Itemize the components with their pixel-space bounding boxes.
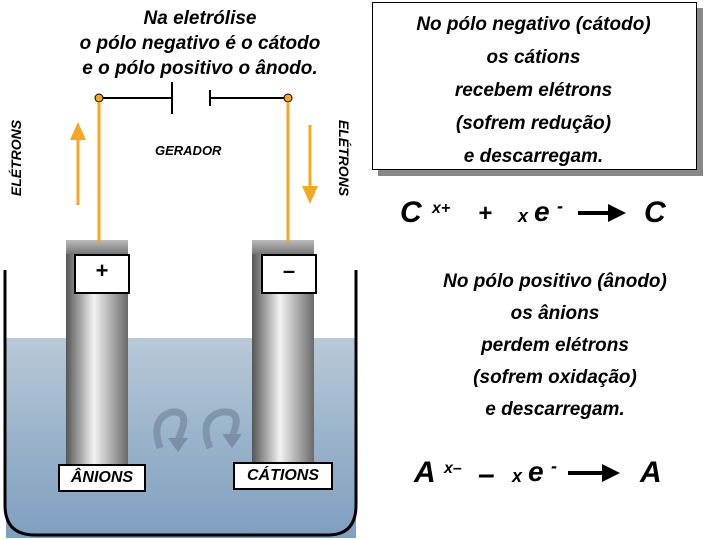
electrons-label-left: ELÉTRONS: [8, 119, 25, 197]
cations-label: CÁTIONS: [233, 462, 333, 490]
electrons-label-right: ELÉTRONS: [336, 119, 353, 197]
eq2-product: A: [640, 456, 662, 489]
curved-arrow-left: [153, 408, 188, 450]
cathode-info-text: No pólo negativo (cátodo) os cátions rec…: [416, 14, 651, 167]
anode-info-text: No pólo positivo (ânodo) os ânions perde…: [443, 271, 667, 420]
negative-sign: –: [261, 254, 317, 294]
eq2-ion: A: [414, 456, 436, 489]
electron-arrow-up: [70, 122, 86, 205]
eq1-coef: x: [518, 206, 529, 226]
eq1-ion: C: [400, 196, 422, 229]
eq2-charge: x–: [444, 460, 462, 477]
eq2-electron-sign: -: [551, 456, 557, 476]
eq1-electron: e: [534, 196, 550, 227]
eq1-electron-sign: -: [557, 196, 563, 216]
eq1-charge: x+: [432, 200, 451, 217]
eq1-plus: +: [478, 200, 493, 227]
generator-label: GERADOR: [155, 143, 222, 158]
beaker: [3, 270, 358, 537]
title: Na eletrólise o pólo negativo é o cátodo…: [79, 8, 321, 79]
terminal-right: [283, 93, 293, 103]
eq2-electron: e: [528, 456, 544, 487]
eq1-product: C: [644, 196, 666, 229]
anions-label: ÂNIONS: [58, 464, 146, 492]
wire: [99, 82, 288, 114]
curved-arrow-right: [202, 408, 240, 450]
terminal-left: [94, 93, 104, 103]
cathode-info-box: [372, 2, 697, 170]
eq2-minus: –: [478, 458, 495, 491]
positive-sign: +: [74, 254, 130, 294]
equation-arrow-1: [578, 204, 626, 222]
curved-arrow-right-head: [222, 434, 242, 448]
equation-arrow-2: [568, 464, 620, 482]
eq2-coef: x: [512, 466, 523, 486]
curved-arrow-left-head: [168, 438, 188, 452]
electron-arrow-down: [302, 125, 318, 204]
